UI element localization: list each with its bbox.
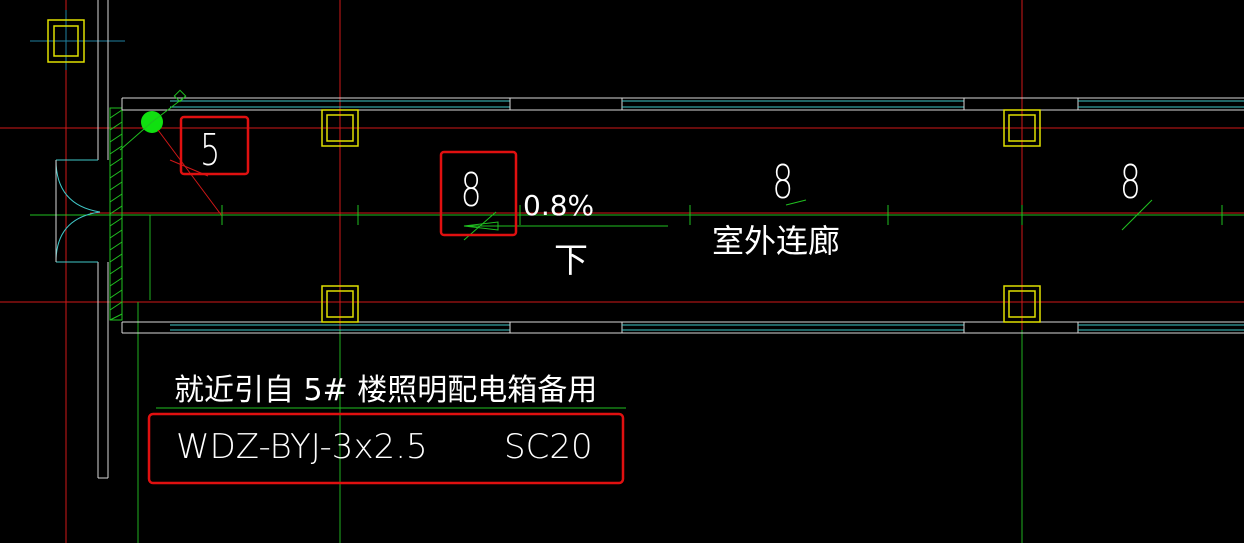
guide-lines [30,10,1244,543]
highlight-boxes [147,115,625,485]
circuit-label-5: 5 [200,125,220,177]
column [321,109,359,147]
corridor-top-wall [121,97,1244,111]
slope-direction-label: 下 [554,241,588,281]
area-name-label: 室外连廊 [712,222,840,260]
circuit-label-8-middle: 8 [772,157,793,210]
conduit-spec-text: SC20 [504,427,593,467]
wire-ticks [221,199,1223,241]
left-wall [97,0,109,479]
circuit-label-8-right: 8 [1120,157,1141,210]
note-source-text: 就近引自 5# 楼照明配电箱备用 [174,373,597,408]
slope-label: 0.8% [523,189,594,222]
column [47,19,85,63]
corridor-bottom-wall [121,321,1244,334]
highlight-box-circuit-5 [179,115,250,176]
highlight-box-cable-spec [147,412,625,485]
hatched-wall [109,107,123,321]
highlight-box-circuit-8 [439,150,518,237]
door-swing [55,159,101,263]
cable-spec-text: WDZ-BYJ-3x2.5 [176,427,428,467]
column [321,285,359,323]
slope-arrow-icon [463,221,668,231]
column [1003,285,1041,323]
column [1003,109,1041,147]
wall-lamp-fixture [119,89,223,217]
circuit-label-8-highlighted: 8 [461,165,482,218]
columns [47,19,1041,323]
